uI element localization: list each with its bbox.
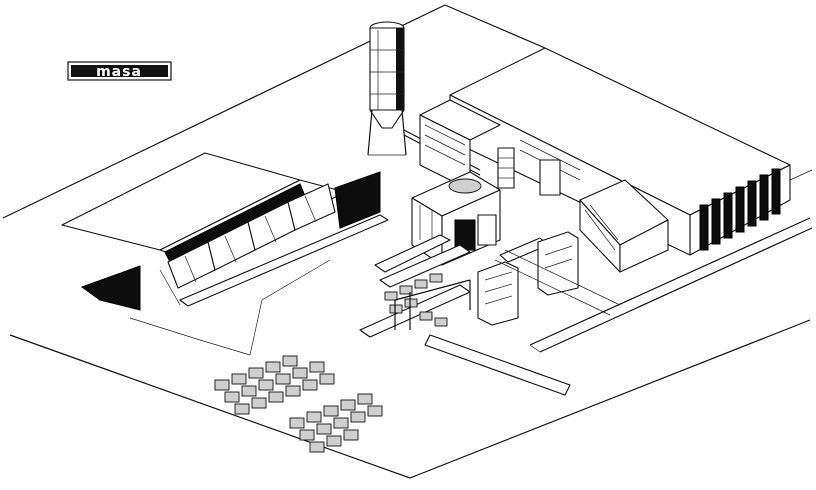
curing-building [419, 47, 791, 273]
curing-chamber-doors [699, 168, 781, 251]
logo-text: masa [96, 64, 142, 80]
ground-plot [2, 4, 813, 479]
finished-block-cubes [214, 355, 383, 453]
cement-silo [367, 21, 481, 176]
cube-row-b [289, 393, 383, 453]
block-machine [411, 171, 501, 266]
production-line [359, 231, 579, 396]
brick-hatching [424, 124, 619, 251]
cube-row-a [214, 355, 335, 415]
pallet-stacks [384, 273, 448, 327]
aggregate-storage-area [61, 152, 389, 356]
transfer-rails [494, 217, 813, 353]
aggregate-bins [167, 183, 336, 289]
masa-logo: masa [67, 61, 172, 81]
